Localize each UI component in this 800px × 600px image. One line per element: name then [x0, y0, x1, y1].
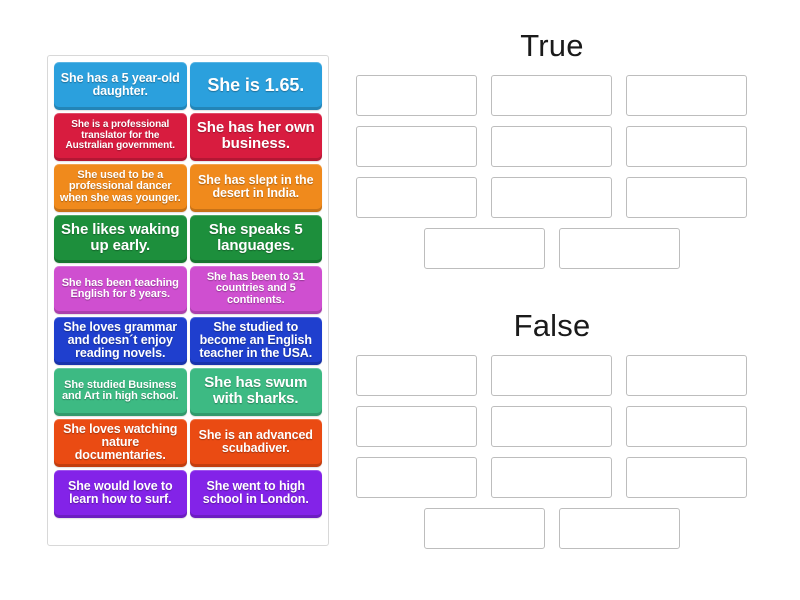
group-false-zones	[356, 355, 748, 549]
drop-zone-row	[356, 406, 748, 447]
tile-label: She used to be a professional dancer whe…	[59, 168, 181, 204]
drop-zone-false[interactable]	[356, 457, 477, 498]
drop-zone-false[interactable]	[626, 355, 747, 396]
drop-zone-true[interactable]	[356, 75, 477, 116]
drop-zone-row	[356, 508, 748, 549]
draggable-tile[interactable]: She has slept in the desert in India.	[189, 164, 322, 212]
tile-label: She is a professional translator for the…	[65, 119, 176, 152]
tile-label: She has swum with sharks.	[204, 374, 308, 407]
drop-zone-row	[356, 126, 748, 167]
drop-zone-row	[356, 228, 748, 269]
word-bank-panel: She has a 5 year-old daughter. She is 1.6…	[47, 55, 329, 546]
drop-zone-false[interactable]	[424, 508, 545, 549]
draggable-tile[interactable]: She has been teaching English for 8 year…	[54, 266, 187, 314]
drop-zone-false[interactable]	[491, 355, 612, 396]
draggable-tile[interactable]: She has swum with sharks.	[189, 368, 322, 416]
drop-zone-true[interactable]	[356, 126, 477, 167]
tile-label: She studied to become an English teacher…	[199, 319, 313, 360]
drop-zone-row	[356, 457, 748, 498]
tile-label: She has slept in the desert in India.	[198, 173, 314, 200]
tile-label: She loves grammar and doesn´t enjoy read…	[63, 319, 178, 360]
drop-zone-true[interactable]	[356, 177, 477, 218]
drop-zone-false[interactable]	[356, 406, 477, 447]
draggable-tile[interactable]: She has her own business.	[189, 113, 322, 161]
drop-zone-false[interactable]	[559, 508, 680, 549]
draggable-tile[interactable]: She studied Business and Art in high sch…	[54, 368, 187, 416]
tile-label: She has a 5 year-old daughter.	[60, 71, 180, 98]
drop-zone-false[interactable]	[491, 457, 612, 498]
group-true: True	[356, 30, 748, 269]
draggable-tile[interactable]: She is 1.65.	[189, 62, 322, 110]
draggable-tile[interactable]: She has a 5 year-old daughter.	[54, 62, 187, 110]
drop-zone-true[interactable]	[491, 177, 612, 218]
draggable-tile[interactable]: She loves watching nature documentaries.	[54, 419, 187, 467]
draggable-tile[interactable]: She would love to learn how to surf.	[54, 470, 187, 518]
drop-zone-false[interactable]	[626, 457, 747, 498]
drop-zone-false[interactable]	[626, 406, 747, 447]
draggable-tile[interactable]: She went to high school in London.	[189, 470, 322, 518]
tile-label: She is 1.65.	[207, 74, 305, 95]
tile-label: She has been teaching English for 8 year…	[61, 276, 179, 300]
tile-label: She has been to 31 countries and 5 conti…	[206, 270, 305, 306]
tile-label: She likes waking up early.	[61, 221, 180, 254]
drop-zone-true[interactable]	[559, 228, 680, 269]
tile-label: She speaks 5 languages.	[208, 221, 303, 254]
group-false: False	[356, 310, 748, 549]
drop-zone-true[interactable]	[626, 126, 747, 167]
drop-zone-false[interactable]	[491, 406, 612, 447]
drop-zone-true[interactable]	[491, 75, 612, 116]
draggable-tile[interactable]: She loves grammar and doesn´t enjoy read…	[54, 317, 187, 365]
drop-zone-true[interactable]	[626, 75, 747, 116]
tile-label: She would love to learn how to surf.	[67, 479, 173, 506]
tile-label: She studied Business and Art in high sch…	[62, 378, 179, 402]
draggable-tile[interactable]: She likes waking up early.	[54, 215, 187, 263]
draggable-tile[interactable]: She is a professional translator for the…	[54, 113, 187, 161]
draggable-tile[interactable]: She used to be a professional dancer whe…	[54, 164, 187, 212]
group-false-title: False	[513, 308, 591, 343]
tile-label: She is an advanced scubadiver.	[198, 428, 313, 455]
drop-zone-row	[356, 355, 748, 396]
draggable-tile[interactable]: She studied to become an English teacher…	[189, 317, 322, 365]
drop-zone-true[interactable]	[491, 126, 612, 167]
draggable-tile[interactable]: She has been to 31 countries and 5 conti…	[189, 266, 322, 314]
tile-label: She went to high school in London.	[202, 479, 309, 506]
tile-grid: She has a 5 year-old daughter. She is 1.6…	[54, 62, 322, 518]
draggable-tile[interactable]: She speaks 5 languages.	[189, 215, 322, 263]
group-true-title: True	[520, 28, 584, 63]
drop-zone-true[interactable]	[626, 177, 747, 218]
drop-zone-false[interactable]	[356, 355, 477, 396]
drop-zone-true[interactable]	[424, 228, 545, 269]
tile-label: She has her own business.	[196, 119, 315, 152]
tile-label: She loves watching nature documentaries.	[63, 421, 178, 462]
drop-zone-row	[356, 177, 748, 218]
draggable-tile[interactable]: She is an advanced scubadiver.	[189, 419, 322, 467]
group-true-zones	[356, 75, 748, 269]
drop-zone-row	[356, 75, 748, 116]
